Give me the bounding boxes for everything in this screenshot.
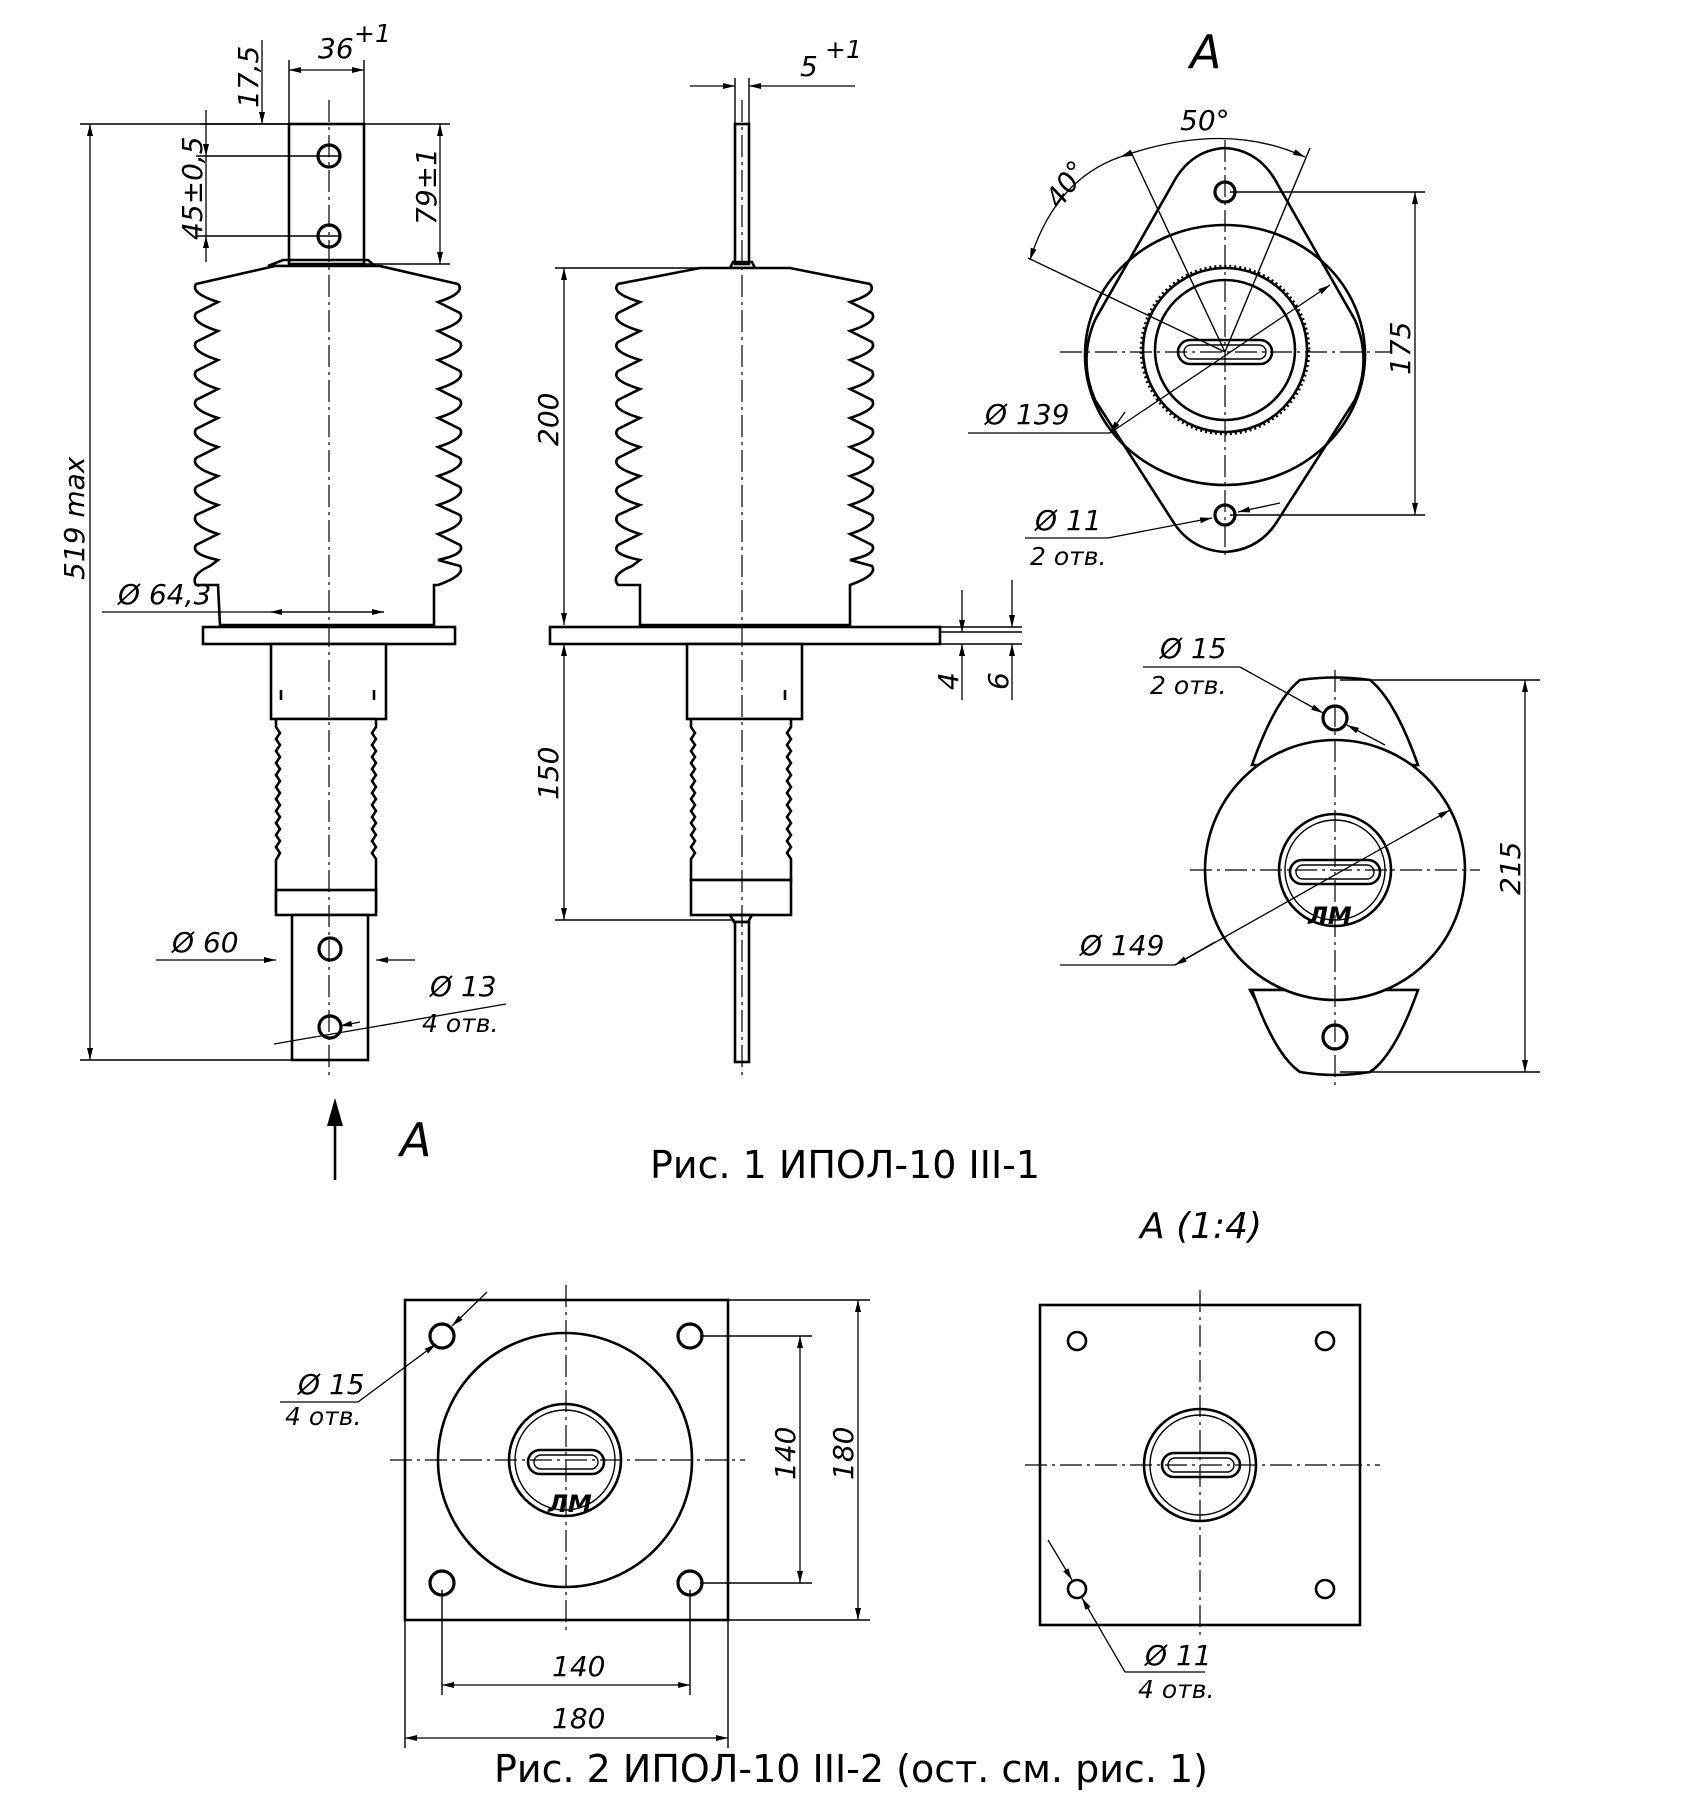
dim-height-215: 215 bbox=[1494, 842, 1527, 895]
view-title-a-scale: А (1:4) bbox=[1138, 1206, 1262, 1247]
dim-angle-50: 50° bbox=[1180, 104, 1230, 137]
dim-bar-thickness: 5 bbox=[800, 50, 818, 83]
mount-hole bbox=[1314, 1330, 1336, 1352]
view-a-lower: ЛМ 215 Ø 15 2 отв. Ø 149 bbox=[1060, 632, 1540, 1085]
top-bar bbox=[733, 122, 751, 266]
dim-hole-11-count-fig2: 4 отв. bbox=[1138, 1675, 1214, 1704]
dim-terminal-height: 79±1 bbox=[410, 148, 443, 225]
dim-bar-thickness-tol: +1 bbox=[825, 35, 862, 64]
lower-ribbed-part bbox=[274, 717, 378, 912]
view-title-a: А bbox=[1187, 25, 1221, 79]
dim-diameter-149: Ø 149 bbox=[1079, 929, 1164, 962]
dim-pitch-h: 140 bbox=[552, 1650, 605, 1683]
side-flange bbox=[548, 625, 942, 646]
dim-hole-15: Ø 15 bbox=[1159, 632, 1227, 665]
dim-hole-11-count: 2 отв. bbox=[1030, 542, 1106, 571]
dim-hole-11: Ø 11 bbox=[1034, 504, 1102, 537]
dim-diameter-139: Ø 139 bbox=[984, 398, 1069, 431]
dim-pitch-v: 140 bbox=[769, 1427, 802, 1480]
view-a-upper: А 175 50° 40° Ø 139 Ø 11 2 отв. bbox=[968, 25, 1425, 571]
figure2-view-a: А (1:4) Ø 11 4 отв. bbox=[1025, 1206, 1380, 1704]
front-view: 36 +1 17,5 45±0,5 79±1 519 max Ø 64,3 Ø … bbox=[58, 19, 507, 1180]
dim-overall-height: 519 max bbox=[58, 456, 91, 580]
mount-hole bbox=[1314, 1578, 1336, 1600]
side-upper-insulator bbox=[614, 266, 875, 627]
dim-terminal-top: 17,5 bbox=[232, 46, 265, 108]
side-view: 5 +1 200 150 4 6 bbox=[532, 35, 1022, 1080]
terminal-hole bbox=[317, 1014, 343, 1040]
dim-terminal-width: 36 bbox=[318, 32, 354, 65]
dim-flange-4: 4 bbox=[932, 672, 965, 690]
caption-figure-2: Рис. 2 ИПОЛ-10 III-2 (ост. см. рис. 1) bbox=[494, 1747, 1208, 1791]
dim-size-v: 180 bbox=[827, 1427, 860, 1480]
dim-terminal-hole: Ø 13 bbox=[429, 970, 497, 1003]
dim-hole-15-count: 2 отв. bbox=[1150, 671, 1226, 700]
dim-flange-6: 6 bbox=[982, 672, 1015, 690]
caption-figure-1: Рис. 1 ИПОЛ-10 III-1 bbox=[650, 1143, 1040, 1187]
upper-insulator bbox=[193, 264, 463, 627]
view-marker-a: А bbox=[397, 1113, 431, 1167]
figure2-square-flange: ЛМ 140 180 140 180 Ø 15 4 отв. bbox=[280, 1285, 870, 1748]
dim-insulator-diameter: Ø 64,3 bbox=[117, 578, 211, 611]
logo-text-2: ЛМ bbox=[547, 1490, 592, 1518]
dim-hole-11-fig2: Ø 11 bbox=[1144, 1639, 1212, 1672]
logo-text: ЛМ bbox=[1307, 902, 1352, 930]
dim-terminal-width-tol: +1 bbox=[354, 19, 391, 48]
dim-hole-pitch: 45±0,5 bbox=[176, 136, 209, 240]
terminal-hole bbox=[317, 936, 343, 962]
mount-hole bbox=[1066, 1330, 1088, 1352]
dim-hole-15-count-fig2: 4 отв. bbox=[285, 1402, 361, 1431]
dim-size-h: 180 bbox=[552, 1702, 605, 1735]
dim-lower-height: 150 bbox=[532, 747, 565, 800]
dim-terminal-hole-count: 4 отв. bbox=[422, 1009, 498, 1038]
mount-hole bbox=[1066, 1578, 1088, 1600]
dim-hole-15-fig2: Ø 15 bbox=[297, 1368, 365, 1401]
dim-angle-40: 40° bbox=[1039, 154, 1095, 214]
dim-height-175: 175 bbox=[1384, 322, 1417, 375]
dim-base-diameter: Ø 60 bbox=[171, 926, 239, 959]
mount-hole bbox=[428, 1322, 456, 1350]
dim-upper-height: 200 bbox=[532, 393, 565, 446]
mount-hole bbox=[676, 1322, 704, 1350]
